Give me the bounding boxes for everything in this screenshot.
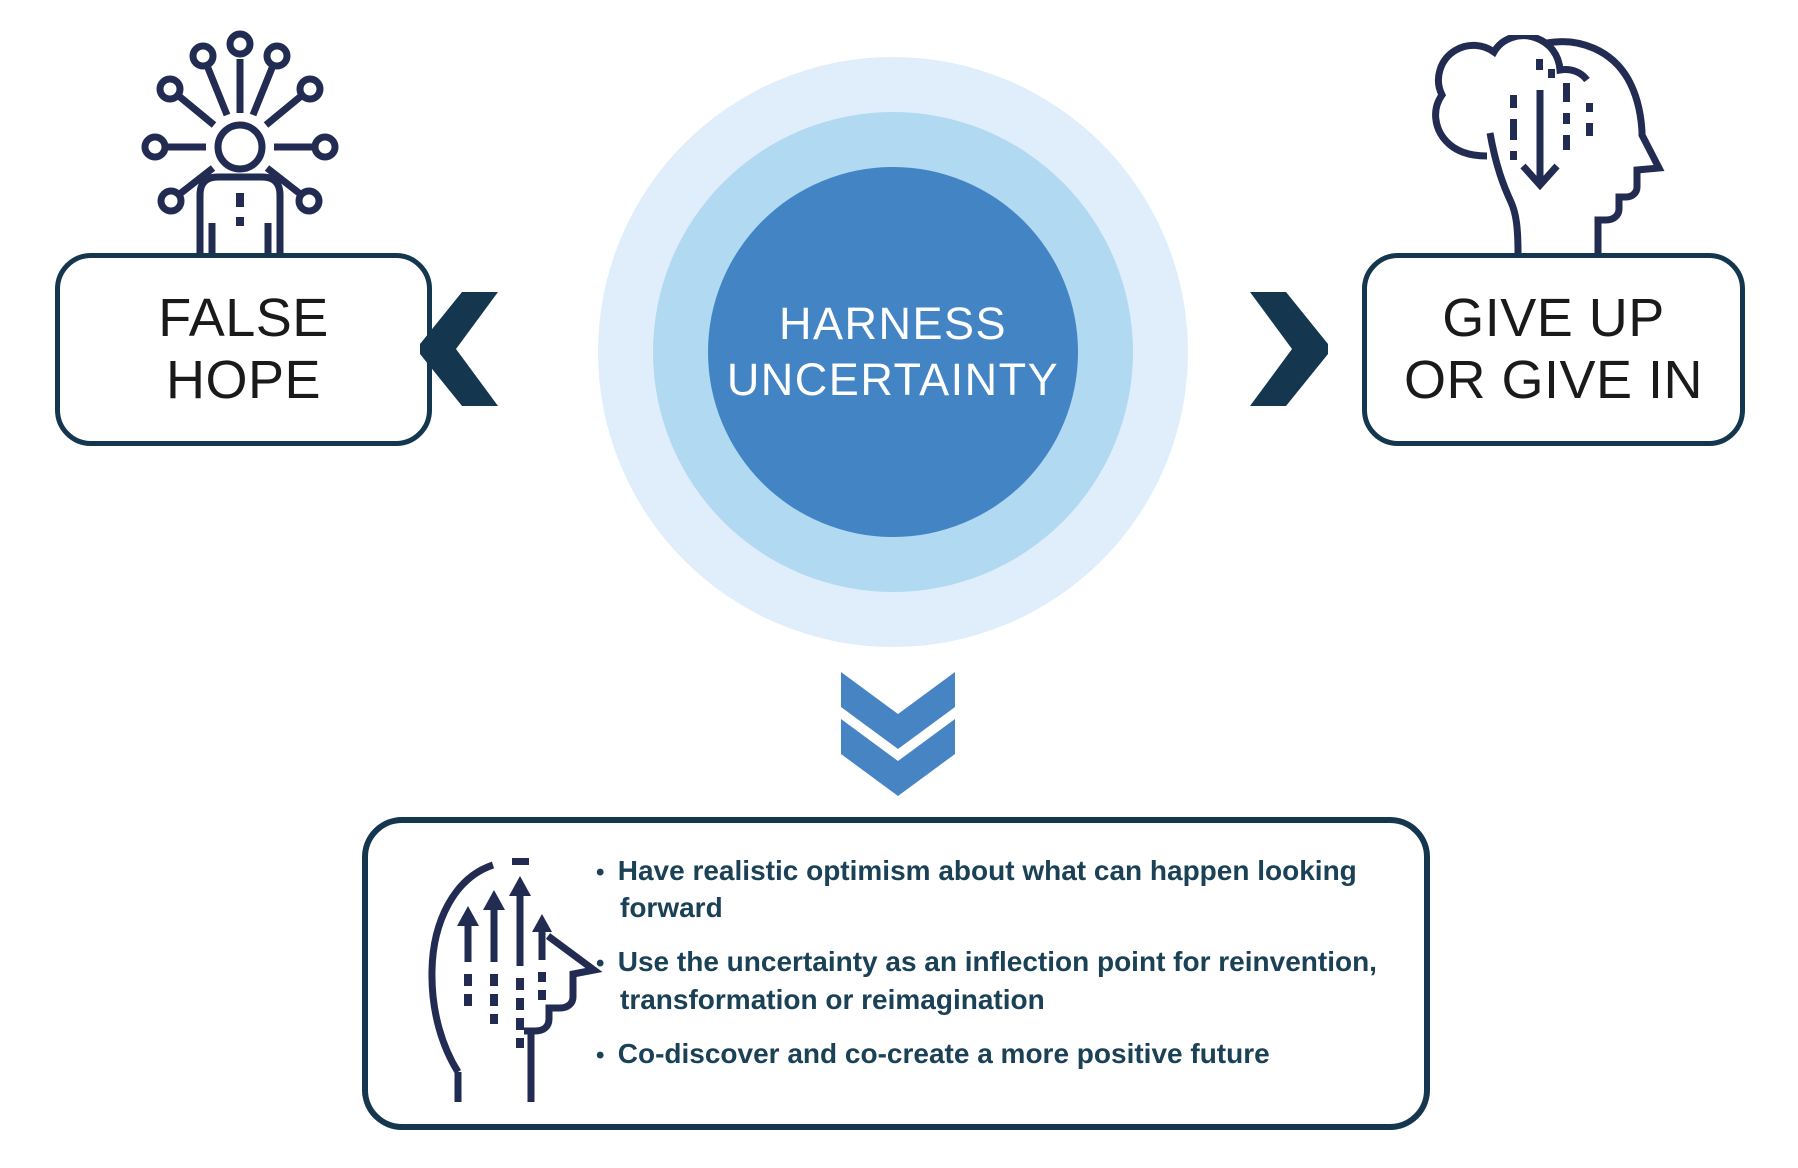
core-circle: HARNESS UNCERTAINTY: [708, 167, 1078, 537]
give-up-box: GIVE UP OR GIVE IN: [1362, 253, 1745, 446]
brain-drain-head-icon: [1432, 35, 1665, 253]
core-title-line2: UNCERTAINTY: [726, 354, 1060, 405]
core-title: HARNESS UNCERTAINTY: [727, 296, 1059, 408]
outcome-bullet-list: Have realistic optimism about what can h…: [596, 852, 1396, 1089]
outcome-bullet-3: Co-discover and co-create a more positiv…: [596, 1035, 1396, 1072]
core-title-line1: HARNESS: [778, 298, 1008, 350]
outcome-bullet-2: Use the uncertainty as an inflection poi…: [596, 943, 1396, 1017]
chevron-right-icon: [1250, 292, 1328, 406]
chevron-left-icon: [420, 292, 498, 406]
give-up-line2: OR GIVE IN: [1403, 349, 1704, 410]
give-up-line1: GIVE UP: [1442, 288, 1665, 349]
false-hope-label: FALSE HOPE: [158, 288, 329, 410]
outcome-bullet-1: Have realistic optimism about what can h…: [596, 852, 1396, 926]
false-hope-line1: FALSE: [158, 288, 329, 349]
network-head-icon: [141, 30, 339, 255]
false-hope-box: FALSE HOPE: [55, 253, 432, 446]
give-up-label: GIVE UP OR GIVE IN: [1404, 288, 1703, 410]
double-chevron-down-icon: [841, 672, 955, 796]
growth-mindset-head-icon: [428, 858, 603, 1102]
false-hope-line2: HOPE: [165, 349, 322, 410]
